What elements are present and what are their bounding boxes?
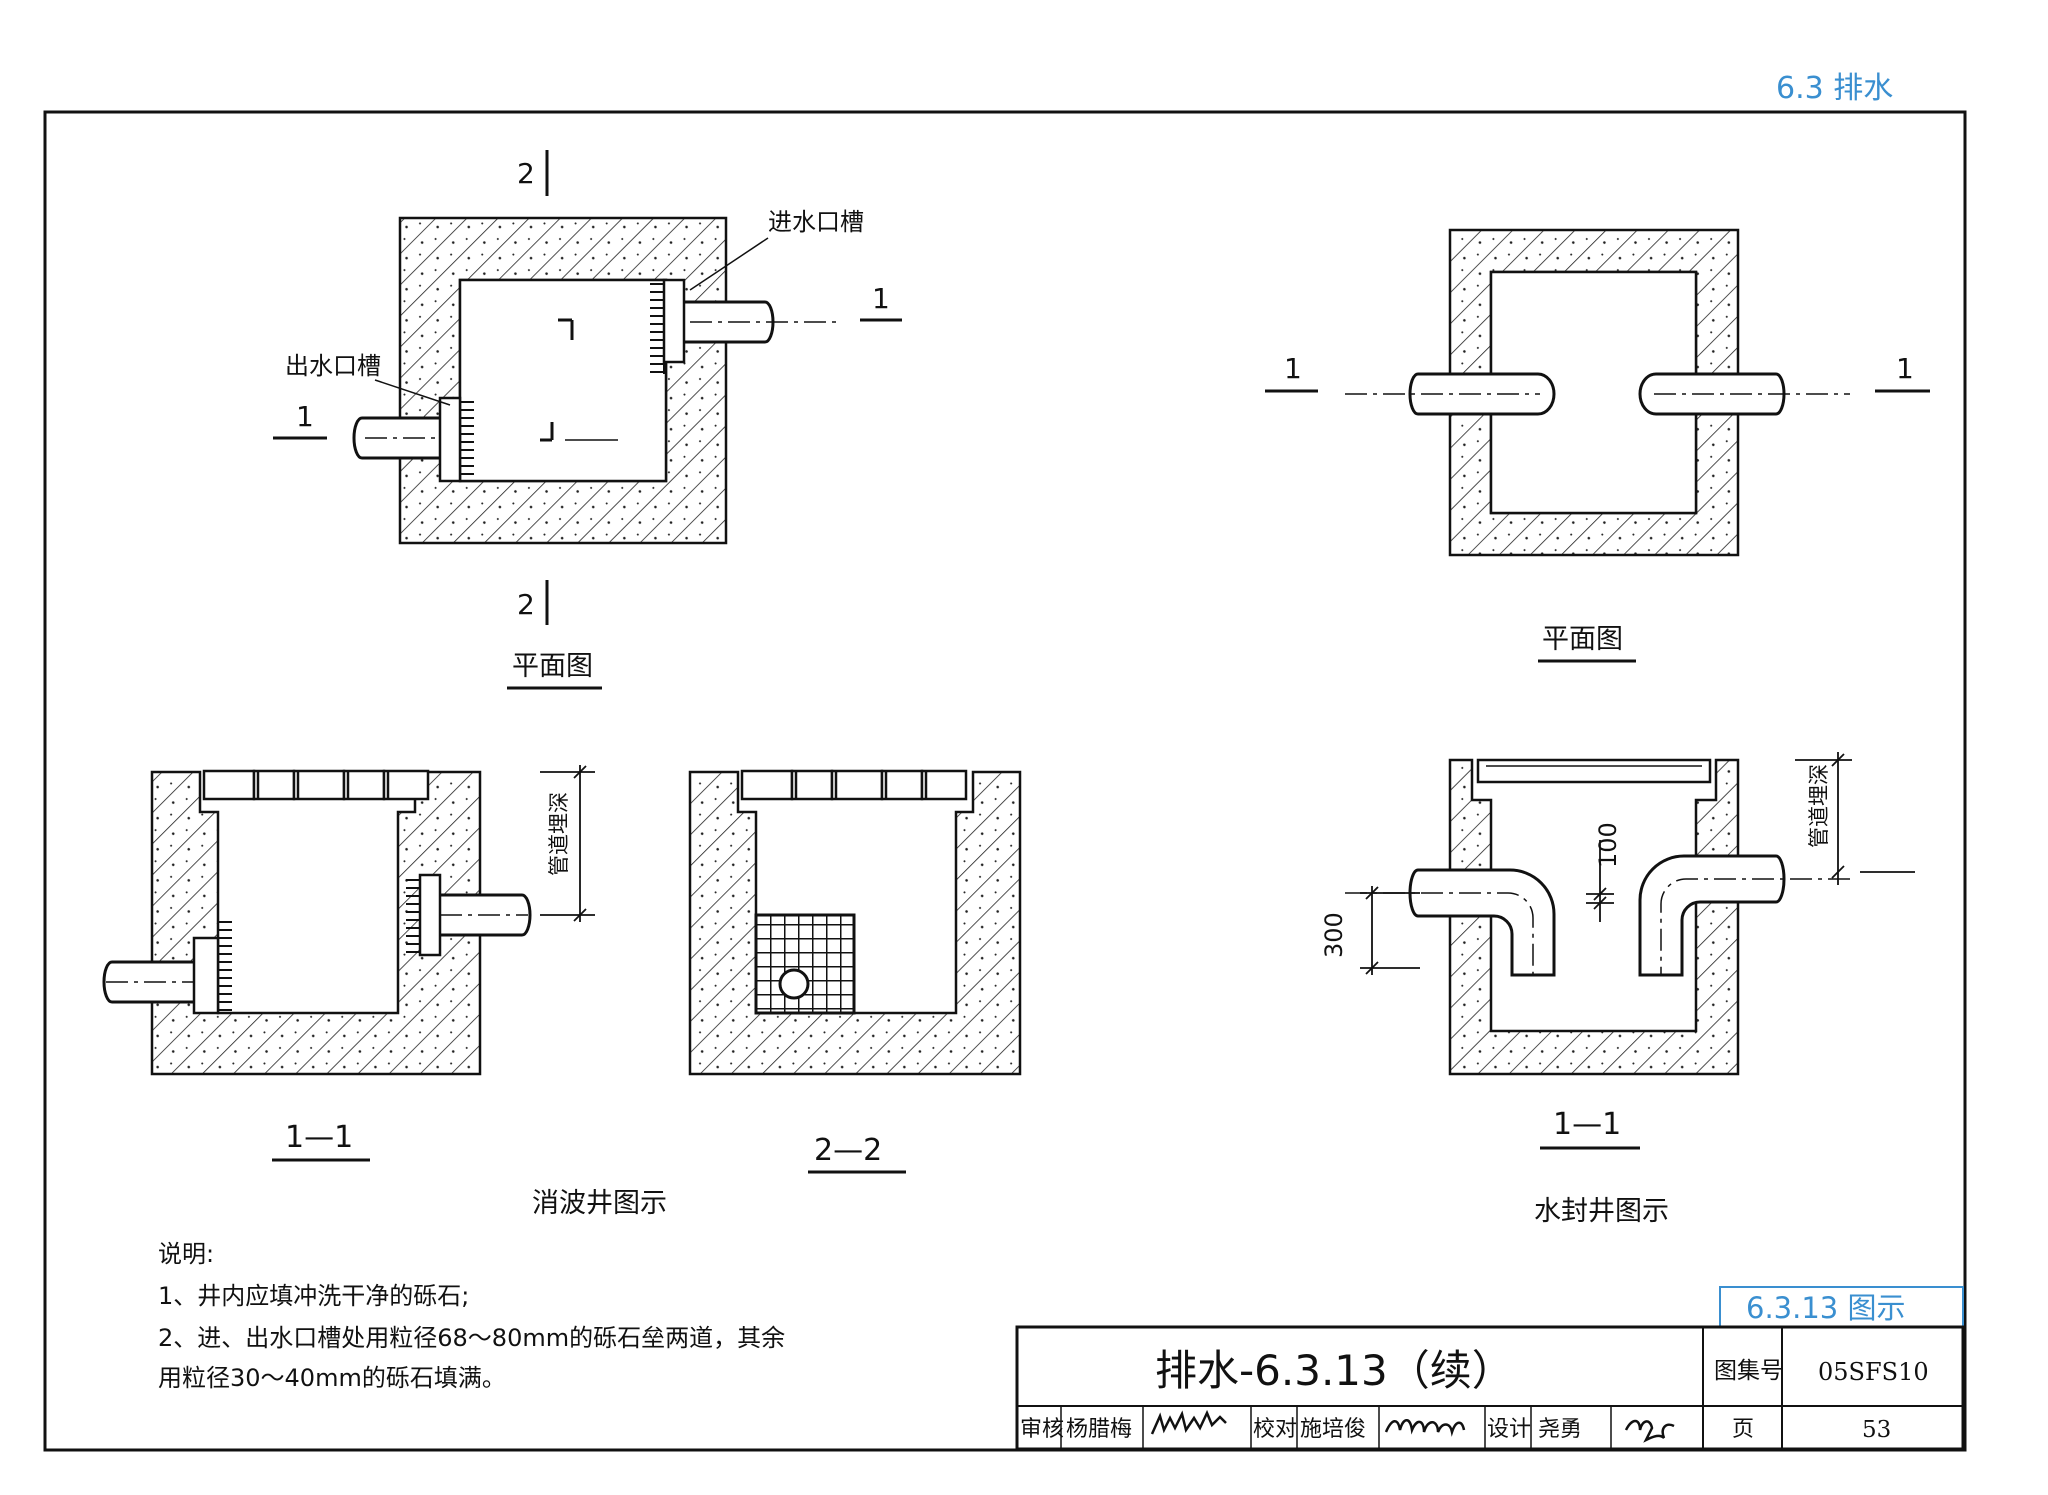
page-number: 53 (1862, 1417, 1891, 1443)
designer-signature (1624, 1419, 1675, 1443)
reviewer-signature (1150, 1409, 1227, 1435)
title-tab (1719, 1286, 1964, 1328)
wave-well-section-2-2: 2—2 (688, 769, 1022, 1174)
left-elbow-pipe (1408, 868, 1556, 977)
cover-slab (1476, 758, 1712, 784)
title-tab-text: 6.3.13 图示 (1746, 1291, 1905, 1325)
pipe-centerline (1660, 878, 1850, 975)
page-label: 页 (1732, 1417, 1754, 1442)
water-seal-well-section-1-1: 100 300 管道埋深 1—1 (1320, 752, 1915, 1150)
wave-well-caption: 消波井图示 (532, 1188, 667, 1219)
review-label: 审核 (1020, 1417, 1064, 1442)
section-label-1: 1 (872, 282, 890, 315)
left-pipe (1408, 372, 1556, 416)
wall-hatch (1448, 758, 1740, 1076)
gravel-mesh (754, 913, 856, 1015)
sheet-border (43, 110, 1967, 1452)
plan-title: 平面图 (1542, 624, 1623, 655)
plan-title: 平面图 (512, 651, 593, 682)
pipe-centerline (1345, 892, 1534, 975)
depth-dimension (540, 765, 595, 922)
cover-slabs (202, 769, 430, 801)
outlet-slot-plate (192, 936, 220, 1015)
atlas-no-label: 图集号 (1714, 1358, 1783, 1384)
leader-line (689, 237, 769, 291)
section-label-2: 2 (517, 588, 535, 621)
note-line-2: 2、进、出水口槽处用粒径68～80mm的砾石垒两道，其余 (158, 1324, 785, 1352)
check-label: 校对 (1253, 1417, 1297, 1442)
sheet-title: 排水-6.3.13（续） (1155, 1346, 1514, 1395)
water-seal-well-plan: 1 1 平面图 (1265, 228, 1930, 663)
inlet-slot-teeth (650, 283, 665, 374)
note-line-1: 1、井内应填冲洗干净的砾石; (158, 1282, 469, 1310)
wall-hatch (150, 770, 482, 1076)
depth-dimension (1795, 752, 1915, 885)
section-label-1: 1 (296, 400, 314, 433)
section-header: 6.3 排水 (1776, 71, 1893, 106)
section-title: 2—2 (814, 1133, 882, 1168)
dim-100 (1586, 840, 1614, 922)
outlet-slot-label: 出水口槽 (285, 352, 381, 380)
center-mark (540, 422, 554, 442)
section-label-1: 1 (1896, 352, 1914, 385)
section-title: 1—1 (285, 1120, 353, 1155)
notes-heading: 说明: (158, 1240, 214, 1268)
wave-well-plan: 2 2 1 1 进水口槽 出水口槽 平面图 (273, 150, 902, 690)
dim-300-label: 300 (1320, 912, 1348, 958)
outlet-slot-plate (438, 396, 462, 483)
pipe-end (778, 968, 810, 1000)
section-label-1: 1 (1284, 352, 1302, 385)
outlet-pipe (352, 416, 440, 460)
cover-slabs (740, 769, 968, 801)
leader-line (374, 379, 451, 406)
note-line-3: 用粒径30～40mm的砾石填满。 (158, 1364, 506, 1392)
atlas-no: 05SFS10 (1818, 1358, 1929, 1386)
section-label-2: 2 (517, 157, 535, 190)
design-label: 设计 (1487, 1417, 1531, 1442)
checker-signature (1384, 1419, 1466, 1437)
right-elbow-pipe (1638, 854, 1786, 977)
water-seal-well-caption: 水封井图示 (1534, 1196, 1669, 1227)
inlet-slot-teeth (406, 879, 420, 953)
reviewer-name: 杨腊梅 (1066, 1417, 1132, 1442)
inlet-slot-plate (418, 873, 442, 957)
section-title: 1—1 (1553, 1107, 1621, 1142)
dim-100-label: 100 (1594, 822, 1622, 868)
center-mark (558, 318, 574, 340)
depth-label: 管道埋深 (547, 792, 571, 876)
depth-label: 管道埋深 (1807, 764, 1831, 848)
outlet-slot-teeth (218, 921, 232, 1011)
designer-name: 尧勇 (1538, 1417, 1582, 1442)
inlet-slot-label: 进水口槽 (768, 208, 864, 236)
inlet-slot-plate (662, 278, 686, 364)
checker-name: 施培俊 (1300, 1417, 1366, 1442)
well-chamber (458, 278, 668, 483)
title-block: 6.3.13 图示 排水-6.3.13（续） 图集号 05SFS10 审核 杨腊… (1015, 1286, 1965, 1451)
dim-300 (1360, 886, 1420, 975)
wave-well-section-1-1: 管道埋深 1—1 (102, 765, 595, 1162)
outlet-slot-teeth (460, 401, 474, 475)
